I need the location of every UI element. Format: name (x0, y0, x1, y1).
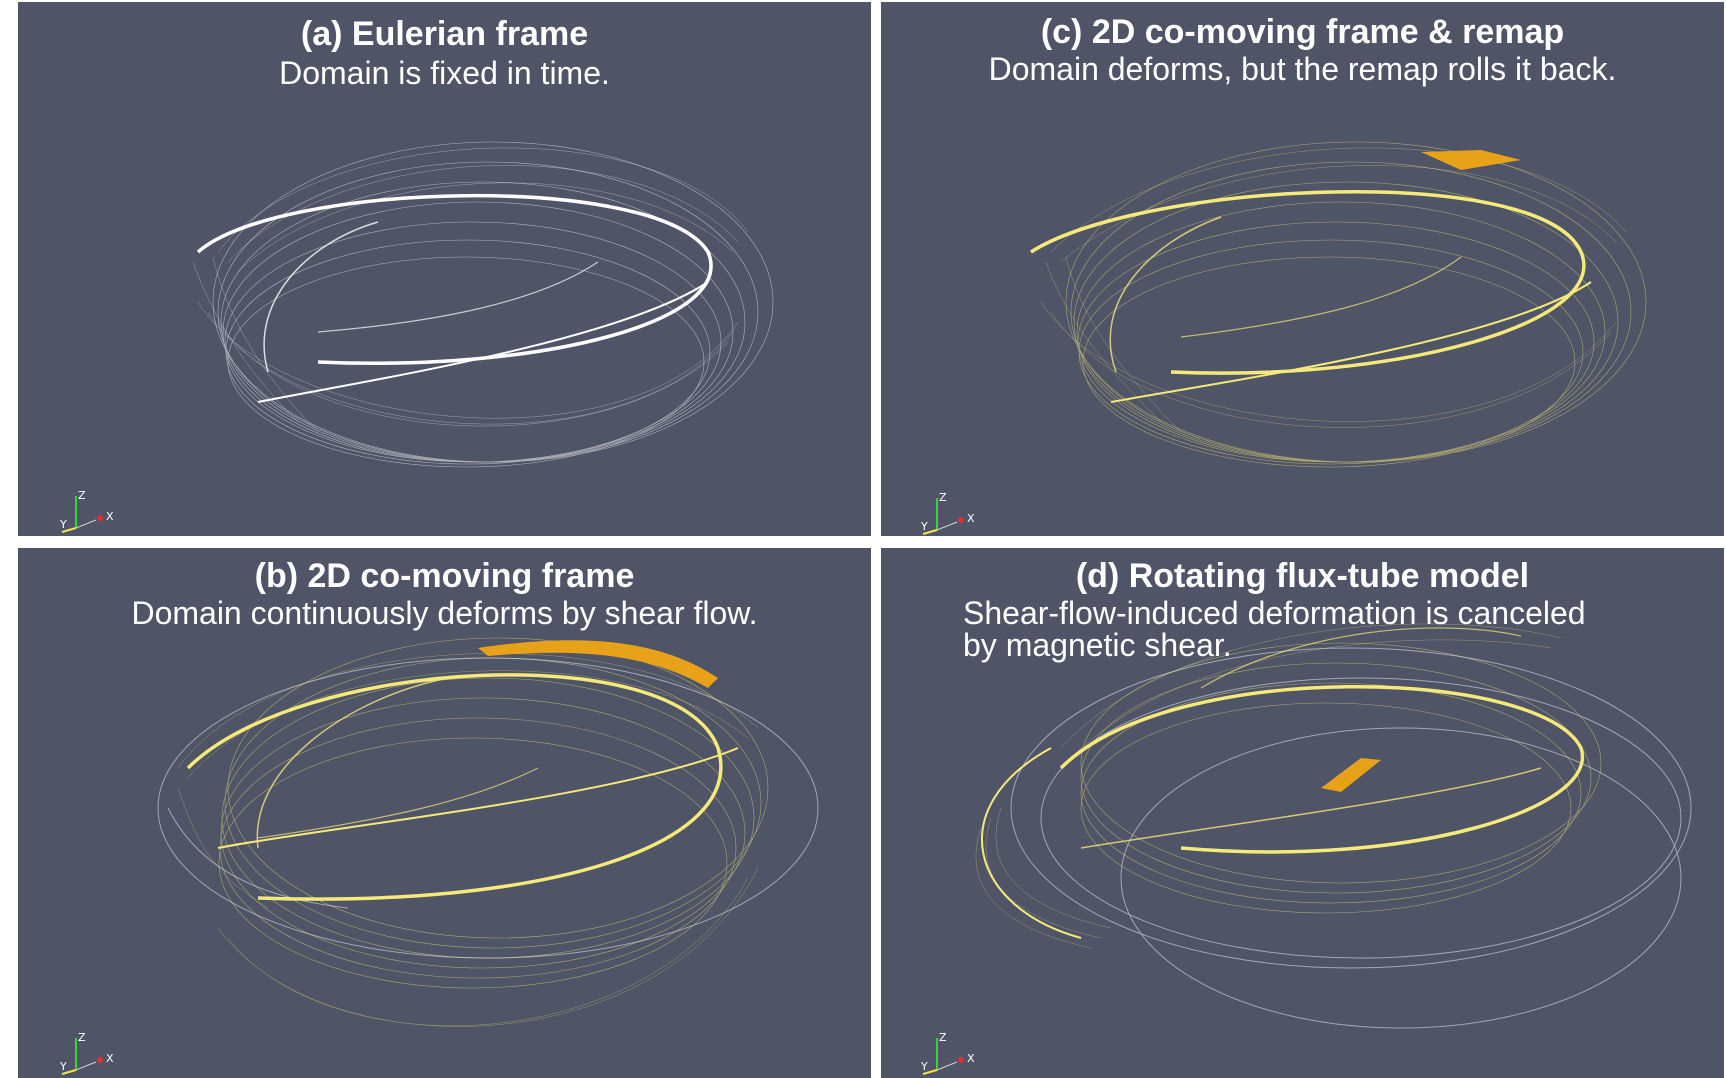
svg-text:Z: Z (939, 491, 947, 504)
axes-triad-icon: Z Y X (59, 1031, 114, 1075)
svg-text:X: X (106, 510, 114, 523)
svg-text:Y: Y (59, 518, 67, 531)
mesh-ribbon-render (157, 637, 819, 1027)
mesh-ribbon-render (975, 623, 1692, 1029)
axes-triad-icon: Z Y X (59, 489, 114, 533)
svg-text:X: X (106, 1052, 114, 1065)
highlight-cell (1421, 150, 1521, 170)
panel-a-eulerian: (a) Eulerian frame Domain is fixed in ti… (18, 2, 871, 536)
svg-text:X: X (967, 512, 975, 525)
panel-title: (a) Eulerian frame (300, 15, 589, 53)
svg-text:Z: Z (78, 1031, 86, 1044)
panel-subtitle-line1: Shear-flow-induced deformation is cancel… (963, 595, 1586, 631)
svg-text:Z: Z (78, 489, 86, 502)
axes-triad-icon: Z Y X (920, 1031, 975, 1075)
panel-c-comoving-remap: (c) 2D co-moving frame & remap Domain de… (881, 2, 1724, 536)
panel-title: (c) 2D co-moving frame & remap (1040, 13, 1565, 51)
mesh-ribbon-render (192, 141, 774, 468)
svg-text:Y: Y (920, 520, 928, 533)
svg-text:X: X (967, 1052, 975, 1065)
mesh-ribbon-render (1030, 141, 1647, 468)
highlight-strip (478, 640, 718, 688)
panel-title: (b) 2D co-moving frame (254, 557, 635, 595)
panel-b-comoving: (b) 2D co-moving frame Domain continuous… (18, 548, 871, 1078)
svg-text:Y: Y (920, 1060, 928, 1073)
svg-text:Z: Z (939, 1031, 947, 1044)
panel-subtitle: Domain deforms, but the remap rolls it b… (988, 51, 1617, 87)
panel-subtitle: Domain is fixed in time. (279, 55, 610, 91)
highlight-cell (1321, 758, 1381, 792)
panel-subtitle-line2: by magnetic shear. (963, 627, 1232, 663)
panel-subtitle: Domain continuously deforms by shear flo… (131, 595, 758, 631)
panel-d-rotating-flux-tube: (d) Rotating flux-tube model Shear-flow-… (881, 548, 1724, 1078)
panel-title: (d) Rotating flux-tube model (1075, 557, 1530, 595)
axes-triad-icon: Z Y X (920, 491, 975, 535)
svg-text:Y: Y (59, 1060, 67, 1073)
